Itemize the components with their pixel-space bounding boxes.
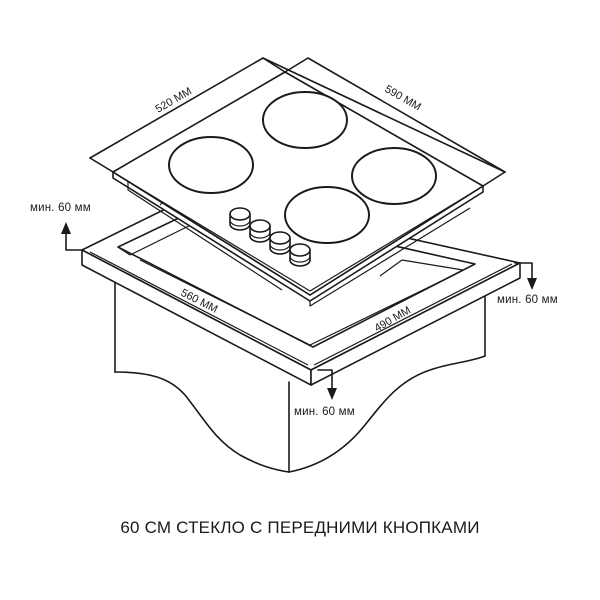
clearance-arrow-back-left: [61, 222, 83, 251]
burner-front-left: [284, 186, 370, 244]
burner-front-right: [351, 147, 437, 205]
burner-back-left: [168, 136, 254, 194]
clearance-arrow-front: [317, 369, 337, 400]
hob: [112, 71, 484, 307]
cabinet: [114, 282, 486, 473]
diagram-caption: 60 СМ СТЕКЛО С ПЕРЕДНИМИ КНОПКАМИ: [120, 518, 480, 537]
knob-3[interactable]: [269, 231, 291, 255]
clearance-arrow-right: [514, 262, 537, 290]
knob-4[interactable]: [289, 243, 311, 267]
knob-1[interactable]: [229, 207, 251, 231]
hob-depth-label: 520 ММ: [154, 85, 194, 115]
hob-width-label: 590 ММ: [383, 83, 423, 113]
burner-back-right: [262, 91, 348, 149]
clearance-label-right: мин. 60 мм: [497, 294, 558, 306]
clearance-label-front: мин. 60 мм: [294, 406, 355, 418]
clearance-label-back-left: мин. 60 мм: [30, 202, 91, 214]
hob-dimension-lines: [89, 57, 506, 187]
knob-2[interactable]: [249, 219, 271, 243]
control-knobs: [229, 207, 311, 267]
